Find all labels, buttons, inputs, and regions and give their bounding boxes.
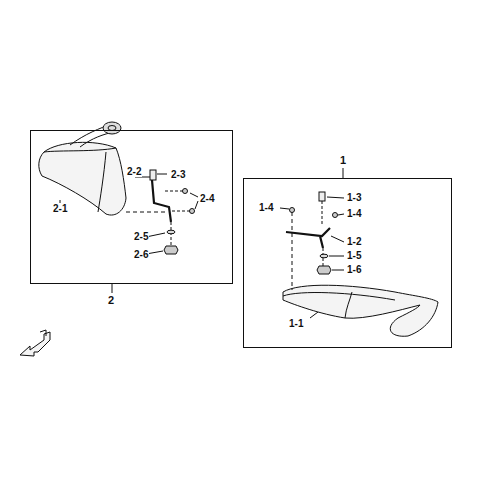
right-mount-hardware bbox=[280, 168, 344, 318]
left-mount-hardware bbox=[60, 170, 198, 293]
callout-number: 2-1 bbox=[52, 203, 68, 214]
callout-number: 1-3 bbox=[346, 192, 362, 203]
callout-number: 2-5 bbox=[133, 231, 149, 242]
callout-number: 1-5 bbox=[346, 250, 362, 261]
callout-number: 1-2 bbox=[346, 236, 362, 247]
callout-number: 2-3 bbox=[170, 169, 186, 180]
callout-number: 1 bbox=[339, 154, 347, 166]
callout-number: 2-2 bbox=[126, 166, 142, 177]
callout-number: 1-4 bbox=[258, 202, 274, 213]
front-arrow-icon bbox=[20, 330, 50, 356]
callout-number: 2 bbox=[107, 294, 115, 306]
callout-number: 2-6 bbox=[133, 249, 149, 260]
right-handguard bbox=[283, 285, 438, 336]
callout-number: 2-4 bbox=[199, 193, 215, 204]
left-handguard bbox=[39, 122, 126, 215]
callout-number: 1-6 bbox=[346, 264, 362, 275]
callout-number: 1-4 bbox=[346, 208, 362, 219]
callout-number: 1-1 bbox=[288, 318, 304, 329]
